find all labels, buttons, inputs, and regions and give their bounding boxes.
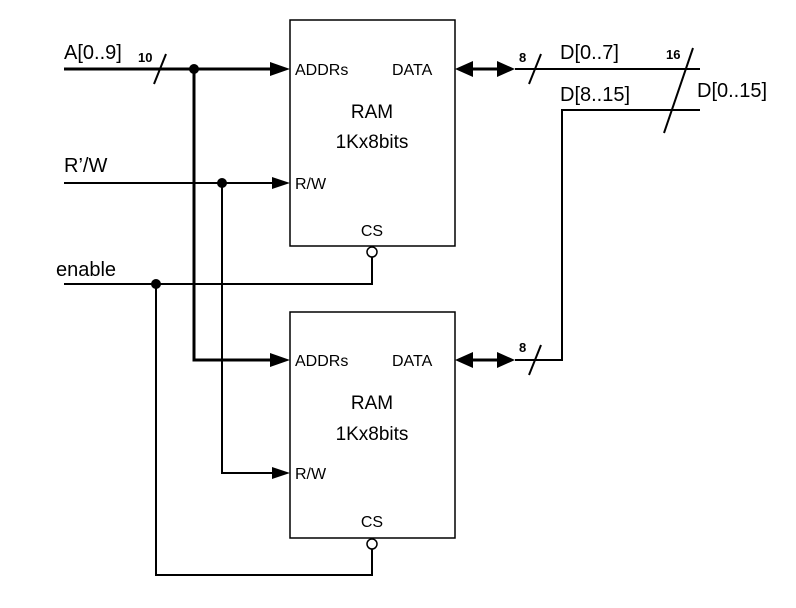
ram-chip-1 bbox=[289, 19, 456, 247]
chip2-addr-arrow bbox=[270, 353, 290, 367]
chip1-data-arrow-left bbox=[455, 61, 473, 77]
chip1-cs-bubble bbox=[366, 246, 378, 258]
chip2-data-arrow-left bbox=[455, 352, 473, 368]
address-label: A[0..9] bbox=[64, 42, 122, 64]
chip1-data-slash bbox=[528, 53, 542, 85]
address-junction-dot bbox=[189, 64, 199, 74]
data-out-label: D[0..15] bbox=[697, 80, 767, 102]
chip1-size: 1Kx8bits bbox=[336, 132, 409, 153]
chip1-data-width-label: 8 bbox=[519, 50, 526, 65]
address-bus-slash bbox=[153, 53, 167, 85]
enable-junction-dot bbox=[151, 279, 161, 289]
data-high-label: D[8..15] bbox=[560, 84, 630, 106]
data-low-label: D[0..7] bbox=[560, 42, 619, 64]
chip2-data-pin-label: DATA bbox=[392, 353, 433, 370]
chip1-data-arrow-right bbox=[497, 61, 515, 77]
ram-chip-2 bbox=[289, 311, 456, 539]
chip2-rw-arrow bbox=[272, 467, 290, 479]
combined-width-label: 16 bbox=[666, 47, 680, 62]
chip2-addr-pin-label: ADDRs bbox=[295, 353, 348, 370]
chip2-data-width-label: 8 bbox=[519, 340, 526, 355]
chip2-title: RAM bbox=[351, 393, 393, 414]
rw-label: R’/W bbox=[64, 155, 107, 177]
address-bus-branch bbox=[192, 69, 270, 362]
rw-branch bbox=[221, 183, 272, 474]
enable-wire bbox=[64, 257, 373, 285]
enable-branch bbox=[155, 284, 373, 576]
address-width-label: 10 bbox=[138, 50, 152, 65]
chip2-data-slash bbox=[528, 344, 542, 376]
chip2-size: 1Kx8bits bbox=[336, 424, 409, 445]
chip1-addr-arrow bbox=[270, 62, 290, 76]
combined-bus-slash bbox=[663, 47, 694, 134]
chip1-title: RAM bbox=[351, 102, 393, 123]
enable-label: enable bbox=[56, 259, 116, 281]
chip1-rw-arrow bbox=[272, 177, 290, 189]
chip2-data-arrow-right bbox=[497, 352, 515, 368]
rw-junction-dot bbox=[217, 178, 227, 188]
chip1-rw-pin-label: R/W bbox=[295, 176, 327, 193]
chip2-rw-pin-label: R/W bbox=[295, 466, 327, 483]
chip1-cs-pin-label: CS bbox=[361, 223, 383, 240]
chip2-cs-bubble bbox=[366, 538, 378, 550]
chip2-cs-pin-label: CS bbox=[361, 514, 383, 531]
chip1-addr-pin-label: ADDRs bbox=[295, 62, 348, 79]
chip1-data-pin-label: DATA bbox=[392, 62, 433, 79]
data-high-wire bbox=[515, 109, 700, 361]
